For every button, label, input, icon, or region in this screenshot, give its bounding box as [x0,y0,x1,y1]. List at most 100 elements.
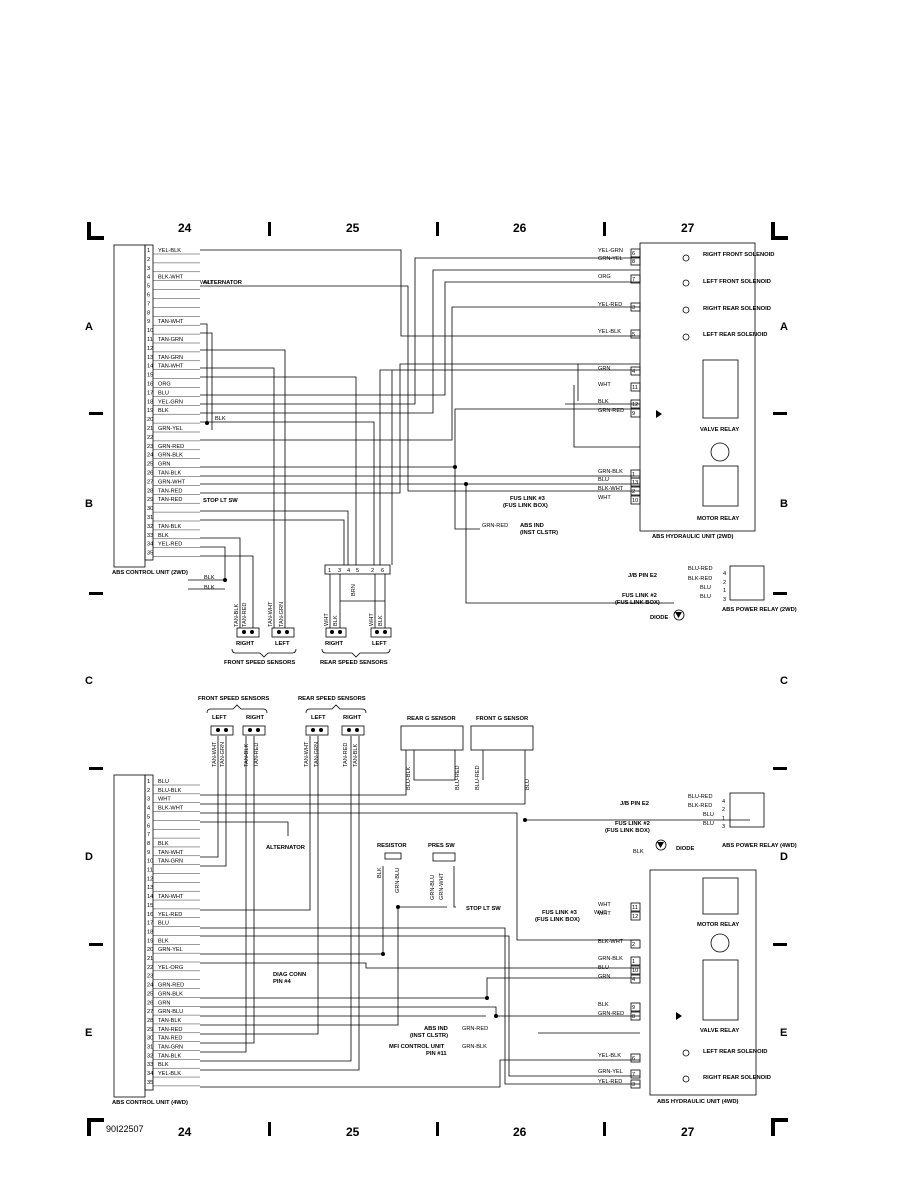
power-relay-4wd-label: ABS POWER RELAY (4WD) [722,843,797,849]
bottom-pin-21: 21 [147,956,153,962]
pres-sw-label: PRES SW [428,843,455,849]
blk-label-2: BLK [204,575,215,581]
mfi-unit-label: MFI CONTROL UNIT [389,1044,445,1050]
col-label-27: 27 [681,221,695,235]
abs-control-unit-4wd-box [113,774,146,1098]
bottom-hu-pin-2: 2 [632,942,635,948]
bottom-hu-wire-label: GRN [598,974,610,980]
top-pin-32: 32 [147,524,153,530]
row-labels: A A B B C C D D E E [85,321,788,1039]
front-sensor-wire-3: TAN-WHT [268,601,274,627]
svg-text:2: 2 [371,568,374,574]
wht-label: WHT [200,280,213,286]
bottom-pin-wire-label: BLK-WHT [158,806,184,812]
bottom-pin-29: 29 [147,1027,153,1033]
svg-text:BLU: BLU [703,821,714,827]
bottom-speed-sensors: FRONT SPEED SENSORS REAR SPEED SENSORS L… [198,696,367,767]
svg-text:5: 5 [356,568,359,574]
bottom-stop-lt-sw-label: STOP LT SW [466,906,501,912]
top-pin-wire-label: TAN-GRN [158,355,183,361]
power-relay-4wd-box [729,792,765,828]
bottom-hu-wire-label: WHT [598,911,611,917]
bottom-pin-26: 26 [147,1000,153,1006]
bottom-pin-wire-label: TAN-GRN [158,859,183,865]
svg-text:1: 1 [723,588,726,594]
top-pin-12: 12 [147,346,153,352]
top-pin-27: 27 [147,479,153,485]
column-labels-top: 24 25 26 27 [178,221,695,235]
bottom-hu-pin-box [630,902,641,912]
bottom-grn-red-label: GRN-RED [462,1026,488,1032]
diag-conn-label: DIAG CONN [273,972,306,978]
svg-text:TAN-GRN: TAN-GRN [220,742,226,767]
bottom-front-speed-sensors-label: FRONT SPEED SENSORS [198,696,269,702]
top-hu-pin-12: 12 [632,402,638,408]
grn-red-label: GRN-RED [482,523,508,529]
svg-text:WHT: WHT [369,613,375,626]
svg-text:TAN-WHT: TAN-WHT [304,741,310,767]
top-pin-2: 2 [147,257,150,263]
row-label-c-right: C [780,675,788,687]
row-label-b-left: B [85,498,93,510]
bottom-grn-blk-label: GRN-BLK [462,1044,487,1050]
top-pin-5: 5 [147,284,150,290]
top-hu-pin-5: 5 [632,332,635,338]
bottom-hu-pin-4: 4 [632,977,635,983]
top-hu-pin-3: 3 [632,305,635,311]
bottom-pin-16: 16 [147,912,153,918]
bottom-hu-pin-box [630,1079,641,1089]
bottom-pin-11: 11 [147,868,153,874]
col-label-26-bottom: 26 [513,1125,527,1139]
bottom-hu-wire-label: YEL-RED [598,1079,622,1085]
bottom-hu-pin-6: 6 [632,1056,635,1062]
svg-text:TAN-BLK: TAN-BLK [244,744,250,767]
top-pin-29: 29 [147,497,153,503]
svg-text:4: 4 [722,799,725,805]
top-hu-pin-box [630,477,641,487]
top-pin-6: 6 [147,293,150,299]
top-front-speed-sensors-label: FRONT SPEED SENSORS [224,660,295,666]
jb-pin-label: J/B PIN E2 [628,573,657,579]
bottom-hu-pin-box [630,1002,641,1012]
page-frame [87,222,788,1136]
bottom-diode-label: DIODE [676,846,694,852]
top-hu-pin-10: 10 [632,498,638,504]
svg-text:GRN-BLU: GRN-BLU [395,868,401,893]
top-alternator-label: ALTERNATOR [203,280,243,286]
svg-text:TAN-WHT: TAN-WHT [212,741,218,767]
svg-text:BLK: BLK [378,615,384,626]
top-wiring [188,249,674,628]
svg-text:3: 3 [722,824,725,830]
front-g-sensor-label: FRONT G SENSOR [476,716,529,722]
bottom-pin-33: 33 [147,1062,153,1068]
col-label-27-bottom: 27 [681,1125,695,1139]
top-hu-pin-4: 4 [632,369,635,375]
svg-text:4: 4 [347,568,350,574]
svg-text:GRN-WHT: GRN-WHT [439,872,445,900]
top-pin-16: 16 [147,382,153,388]
top-hu-pin-9: 9 [632,411,635,417]
bottom-rear-right-label: RIGHT [343,715,361,721]
top-pin-23: 23 [147,444,153,450]
top-rear-speed-sensors: 1 3 4 5 2 6 BRN WHT BLK WHT BLK RIGHT LE… [320,564,392,666]
top-hu-pin-7: 7 [632,277,635,283]
col-label-25-bottom: 25 [346,1125,360,1139]
bottom-pin-wire-label: BLU [158,921,169,927]
bottom-pin-18: 18 [147,929,153,935]
top-pin-wire-label: GRN-BLK [158,453,183,459]
bottom-pin-7: 7 [147,832,150,838]
bottom-pin-wire-label: BLK [158,841,169,847]
hydraulic-unit-2wd-label: ABS HYDRAULIC UNIT (2WD) [652,534,734,540]
bottom-pin-14: 14 [147,894,153,900]
top-pin-13: 13 [147,355,153,361]
svg-text:BLK: BLK [377,867,383,878]
bottom-pin-wire-label: GRN-RED [158,983,184,989]
top-pin-wire-label: YEL-BLK [158,248,181,254]
bottom-pin-wire-label: TAN-GRN [158,1045,183,1051]
bottom-inst-clstr-label: (INST CLSTR) [410,1033,448,1039]
svg-text:BLU-RED: BLU-RED [688,566,713,572]
svg-text:TAN-GRN: TAN-GRN [314,742,320,767]
svg-text:BLK: BLK [333,615,339,626]
fus-link-2-label: FUS LINK #2 [622,593,657,599]
bottom-pin-8: 8 [147,841,150,847]
